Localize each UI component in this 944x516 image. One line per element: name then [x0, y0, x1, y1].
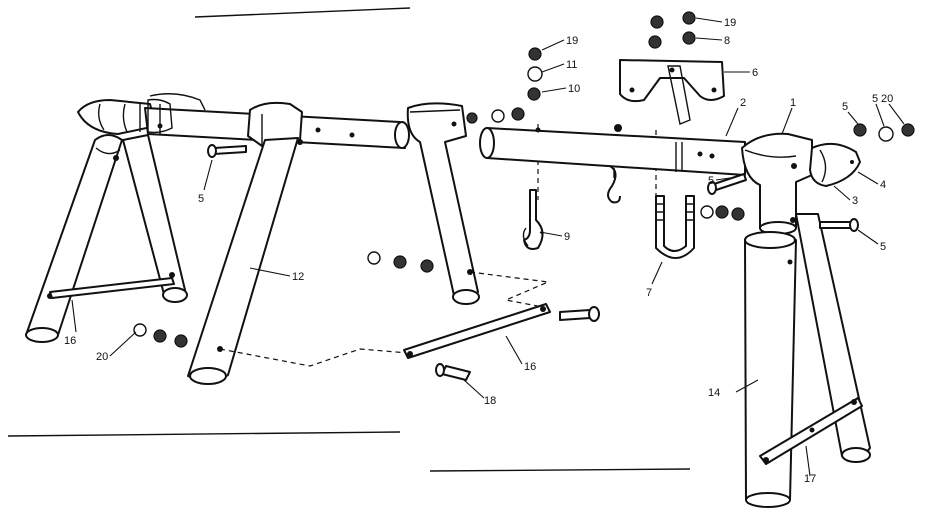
left-brace: [49, 277, 175, 299]
callout-2: 2: [740, 97, 746, 109]
bolts: [207, 144, 859, 381]
leader-lines: [71, 17, 905, 477]
callout-13: 11: [566, 59, 577, 71]
callout-7: 5: [872, 93, 878, 105]
middle-brace: [403, 303, 551, 359]
callout-20a: 20: [881, 93, 893, 105]
callout-5c-text: 5: [880, 241, 886, 253]
callout-20b: 20: [96, 351, 108, 363]
callout-15: 12: [292, 271, 304, 283]
right-legs: [744, 213, 871, 508]
right-tee-fitting: [741, 132, 813, 235]
hanger-bracket: [619, 59, 725, 125]
callout-17: 17: [804, 473, 816, 485]
middle-long-leg: [187, 137, 299, 383]
middle-a-frame: [187, 101, 480, 385]
scan-artifact-lines: [7, 7, 691, 472]
callout-6: 5: [842, 101, 848, 113]
left-front-leg: [25, 134, 123, 341]
callout-4: 4: [880, 179, 886, 191]
nuts-and-washers: [133, 11, 915, 348]
callout-5-tee: 5: [708, 175, 714, 187]
left-a-frame: [25, 99, 188, 343]
left-rear-leg: [122, 134, 186, 300]
u-bolt: [655, 195, 695, 259]
callout-labels: 19 11 10 19 8 6 2 1 5 5 20 4 3 5 5 9 7 1…: [64, 17, 893, 485]
callout-16b: 16: [524, 361, 536, 373]
callout-19a: 19: [566, 35, 578, 47]
left-top-fitting: [77, 99, 157, 135]
callout-19b: 19: [724, 17, 736, 29]
callout-9: 7: [646, 287, 652, 299]
right-end-cap: [809, 142, 861, 187]
callout-10: 8: [724, 35, 730, 47]
callout-8: 6: [752, 67, 758, 79]
callout-1: 1: [790, 97, 796, 109]
callout-12: 10: [568, 83, 580, 95]
callout-14-text: 14: [708, 387, 720, 399]
callout-16a: 16: [64, 335, 76, 347]
callout-3: 3: [852, 195, 858, 207]
callout-5a: 5: [198, 193, 204, 205]
callout-18: 18: [484, 395, 496, 407]
swing-hooks: [522, 165, 621, 250]
callout-11: 9: [564, 231, 570, 243]
